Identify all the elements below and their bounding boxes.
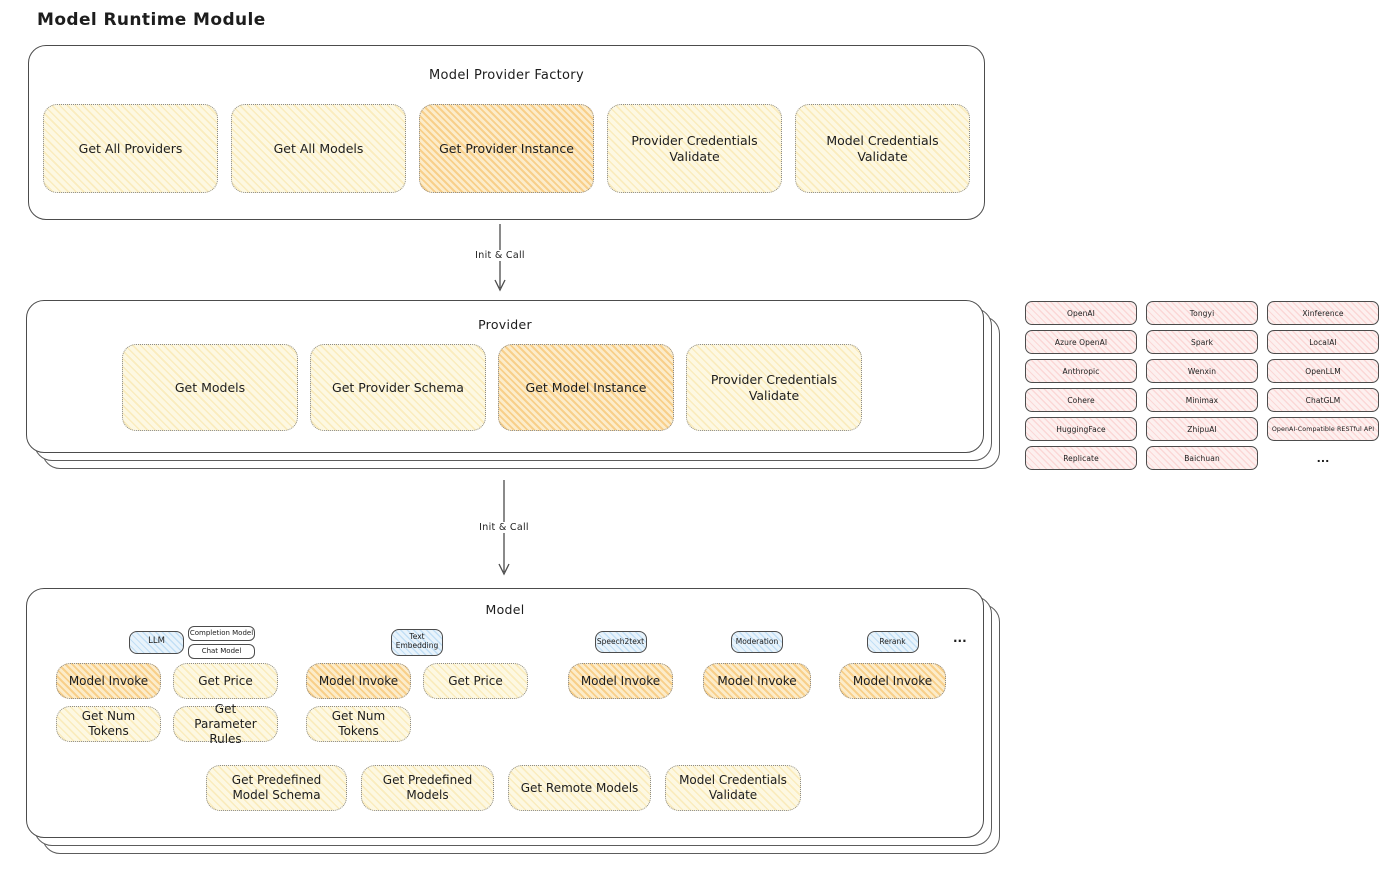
provider-chip-replicate: Replicate [1025,446,1137,470]
node-llm-get-num-tokens: Get Num Tokens [56,706,161,742]
provider-chip-cohere: Cohere [1025,388,1137,412]
provider-chip-chatglm: ChatGLM [1267,388,1379,412]
provider-chip-baichuan: Baichuan [1146,446,1258,470]
node-llm-model-invoke: Model Invoke [56,663,161,699]
model-group-text-embedding: Text Embedding Model Invoke Get Price Ge… [306,622,528,749]
node-rerank-model-invoke: Model Invoke [839,663,946,699]
text-embedding-button-row-2: Get Num Tokens [306,706,528,742]
provider-chip-huggingface: HuggingFace [1025,417,1137,441]
rerank-tab-area: Rerank [839,622,946,662]
node-get-models: Get Models [122,344,298,431]
node-get-all-providers: Get All Providers [43,104,218,193]
node-get-remote-models: Get Remote Models [508,765,651,811]
factory-box-frame: Model Provider Factory Get All Providers… [28,45,985,220]
rerank-button-row: Model Invoke [839,663,946,699]
model-group-rerank: Rerank Model Invoke [839,622,946,706]
node-provider-credentials-validate: Provider Credentials Validate [607,104,782,193]
text-embedding-tab-area: Text Embedding [306,622,528,662]
provider-box: Provider Get Models Get Provider Schema … [26,300,1000,469]
provider-chip-wenxin: Wenxin [1146,359,1258,383]
node-te-get-num-tokens: Get Num Tokens [306,706,411,742]
model-bottom-row: Get Predefined Model Schema Get Predefin… [206,765,801,811]
provider-chip-spark: Spark [1146,330,1258,354]
provider-chip-xinference: Xinference [1267,301,1379,325]
model-group-llm: LLM Completion Model Chat Model Model In… [56,622,278,749]
node-moderation-model-invoke: Model Invoke [703,663,811,699]
node-get-predefined-model-schema: Get Predefined Model Schema [206,765,347,811]
node-model-credentials-validate-2: Model Credentials Validate [665,765,801,811]
tab-text-embedding: Text Embedding [391,628,443,656]
provider-chip-azure-openai: Azure OpenAI [1025,330,1137,354]
provider-chip-zhipuai: ZhipuAI [1146,417,1258,441]
model-tabs-ellipsis: ... [953,631,967,645]
text-embedding-button-row-1: Model Invoke Get Price [306,663,528,699]
tab-completion-model: Completion Model [188,625,255,641]
llm-button-row-2: Get Num Tokens Get Parameter Rules [56,702,278,746]
factory-title: Model Provider Factory [429,68,584,83]
provider-chip-openllm: OpenLLM [1267,359,1379,383]
moderation-tab-area: Moderation [703,622,811,662]
model-box-frame: Model LLM Completion Model Chat Model Mo… [26,588,984,838]
node-s2t-model-invoke: Model Invoke [568,663,673,699]
tab-chat-model: Chat Model [188,643,255,659]
provider-title: Provider [478,317,532,332]
providers-grid-ellipsis: ... [1316,451,1330,465]
arrow-2-label: Init & Call [474,522,534,533]
llm-button-row-1: Model Invoke Get Price [56,663,278,699]
node-llm-get-price: Get Price [173,663,278,699]
node-get-all-models: Get All Models [231,104,406,193]
moderation-button-row: Model Invoke [703,663,811,699]
arrow-init-call-2 [496,480,512,586]
speech2text-button-row: Model Invoke [568,663,673,699]
provider-chip-openai-compatible-restful-api: OpenAI-Compatible RESTful API [1267,417,1379,441]
provider-chip-anthropic: Anthropic [1025,359,1137,383]
node-get-provider-schema: Get Provider Schema [310,344,486,431]
model-group-speech2text: Speech2text Model Invoke [568,622,673,706]
model-title: Model [485,602,525,617]
node-get-provider-instance: Get Provider Instance [419,104,594,193]
arrow-init-call-1 [492,224,508,302]
model-box: Model LLM Completion Model Chat Model Mo… [26,588,1000,854]
arrow-1-label: Init & Call [470,250,530,261]
providers-grid: OpenAI Tongyi Xinference Azure OpenAI Sp… [1025,301,1379,470]
factory-box: Model Provider Factory Get All Providers… [28,45,985,220]
arrow-down-icon [494,224,506,292]
provider-box-frame: Provider Get Models Get Provider Schema … [26,300,984,453]
llm-tab-area: LLM Completion Model Chat Model [106,622,278,662]
node-get-model-instance: Get Model Instance [498,344,674,431]
tab-speech2text: Speech2text [594,631,647,653]
tab-moderation: Moderation [731,631,783,653]
llm-subtabs: Completion Model Chat Model [188,625,255,659]
node-llm-get-parameter-rules: Get Parameter Rules [173,702,278,746]
provider-chip-minimax: Minimax [1146,388,1258,412]
tab-llm: LLM [129,630,184,654]
model-group-moderation: Moderation Model Invoke [703,622,811,706]
page-title: Model Runtime Module [37,10,266,30]
factory-button-row: Get All Providers Get All Models Get Pro… [43,104,970,193]
node-te-get-price: Get Price [423,663,528,699]
provider-chip-localai: LocalAI [1267,330,1379,354]
provider-chip-tongyi: Tongyi [1146,301,1258,325]
node-model-credentials-validate: Model Credentials Validate [795,104,970,193]
node-provider-credentials-validate-2: Provider Credentials Validate [686,344,862,431]
speech2text-tab-area: Speech2text [568,622,673,662]
node-get-predefined-models: Get Predefined Models [361,765,494,811]
tab-rerank: Rerank [866,631,919,653]
provider-chip-openai: OpenAI [1025,301,1137,325]
provider-button-row: Get Models Get Provider Schema Get Model… [27,344,957,431]
node-te-model-invoke: Model Invoke [306,663,411,699]
